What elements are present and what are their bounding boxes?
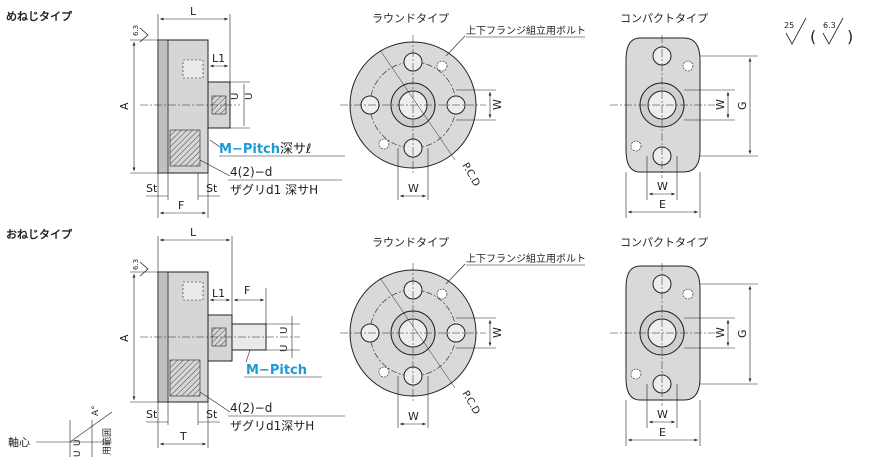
svg-text:6.3: 6.3 [132, 259, 140, 270]
female-counterbore: ザグリd1 深サH [230, 183, 318, 197]
round-top-W-h: W [408, 182, 419, 195]
axis-u1: U [73, 439, 83, 446]
female-surface-mark: 6.3 [132, 25, 149, 43]
round-bottom-W-v: W [491, 327, 504, 338]
male-dim-St2: St [206, 408, 218, 421]
female-dim-U1: U [230, 93, 241, 100]
male-dim-F: F [244, 284, 250, 297]
round-bottom-pcd: P.C.D [459, 389, 481, 417]
round-bottom-bolt-label: 上下フランジ組立用ボルト [466, 252, 586, 265]
compact-bottom-W-h: W [657, 408, 668, 421]
round-top-pcd: P.C.D [459, 161, 481, 189]
female-dim-L: L [190, 5, 197, 18]
compact-top-W-v: W [714, 99, 727, 110]
female-title: めねじタイプ [6, 9, 73, 23]
axis-label: 軸心 [8, 435, 30, 449]
compact-top-title: コンパクトタイプ [620, 12, 708, 25]
roughness-paren-open: ( [810, 27, 816, 46]
roughness-main: 25 [784, 21, 794, 30]
compact-top-E: E [659, 198, 666, 211]
male-surface-mark: 6.3 [132, 259, 149, 277]
female-pitch-label: M−Pitch深サℓ [219, 142, 311, 157]
axis-range: 用範囲 [101, 428, 113, 455]
female-dim-d: 4(2)−d [230, 165, 272, 179]
compact-bottom-G: G [736, 329, 749, 338]
compact-type-top: コンパクトタイプ W G W E [610, 12, 758, 218]
axis-angle: A° [91, 405, 101, 416]
male-dim-A: A [118, 334, 131, 342]
roughness-symbol: 25 ( 6.3 ) [784, 17, 853, 46]
female-dim-L1: L1 [212, 52, 225, 65]
compact-bottom-W-v: W [714, 327, 727, 338]
round-top-bolt-label: 上下フランジ組立用ボルト [466, 24, 586, 37]
male-dim-St1: St [146, 408, 158, 421]
male-dim-L: L [190, 226, 197, 239]
female-type-view: めねじタイプ 6.3 L L1 A U U [6, 5, 345, 218]
round-top-title: ラウンドタイプ [372, 12, 449, 25]
roughness-paren-close: ) [847, 27, 853, 46]
compact-bottom-E: E [659, 426, 666, 439]
male-dim-T: T [179, 430, 187, 443]
roughness-inner: 6.3 [823, 21, 836, 30]
male-dim-d: 4(2)−d [230, 401, 272, 415]
female-dim-F: F [178, 199, 184, 212]
male-type-view: おねじタイプ 6.3 L L1 F A U U [6, 226, 345, 448]
compact-type-bottom: コンパクトタイプ W G W E [610, 236, 758, 446]
male-dim-L1: L1 [212, 287, 225, 300]
compact-top-W-h: W [657, 180, 668, 193]
female-dim-A: A [118, 102, 131, 110]
male-title: おねじタイプ [6, 227, 73, 241]
round-bottom-W-h: W [408, 410, 419, 423]
round-type-top: ラウンドタイプ 上下フランジ組立用ボルト W W P.C.D [340, 12, 586, 200]
male-dim-U2: U [279, 345, 290, 352]
female-dim-St1: St [146, 182, 158, 195]
round-type-bottom: ラウンドタイプ 上下フランジ組立用ボルト W W P.C.D [340, 236, 586, 428]
round-top-W-v: W [491, 99, 504, 110]
male-dim-U1: U [279, 327, 290, 334]
axis-u2: U [73, 450, 83, 457]
female-dim-St2: St [206, 182, 218, 195]
female-dim-U2: U [244, 93, 255, 100]
compact-bottom-title: コンパクトタイプ [620, 236, 708, 249]
male-counterbore: ザグリd1深サH [230, 419, 314, 433]
compact-top-G: G [736, 101, 749, 110]
axis-note: 軸心 A° U U 用範囲 [8, 405, 113, 457]
male-pitch-label: M−Pitch [246, 363, 307, 378]
svg-text:6.3: 6.3 [132, 25, 140, 36]
round-bottom-title: ラウンドタイプ [372, 236, 449, 249]
